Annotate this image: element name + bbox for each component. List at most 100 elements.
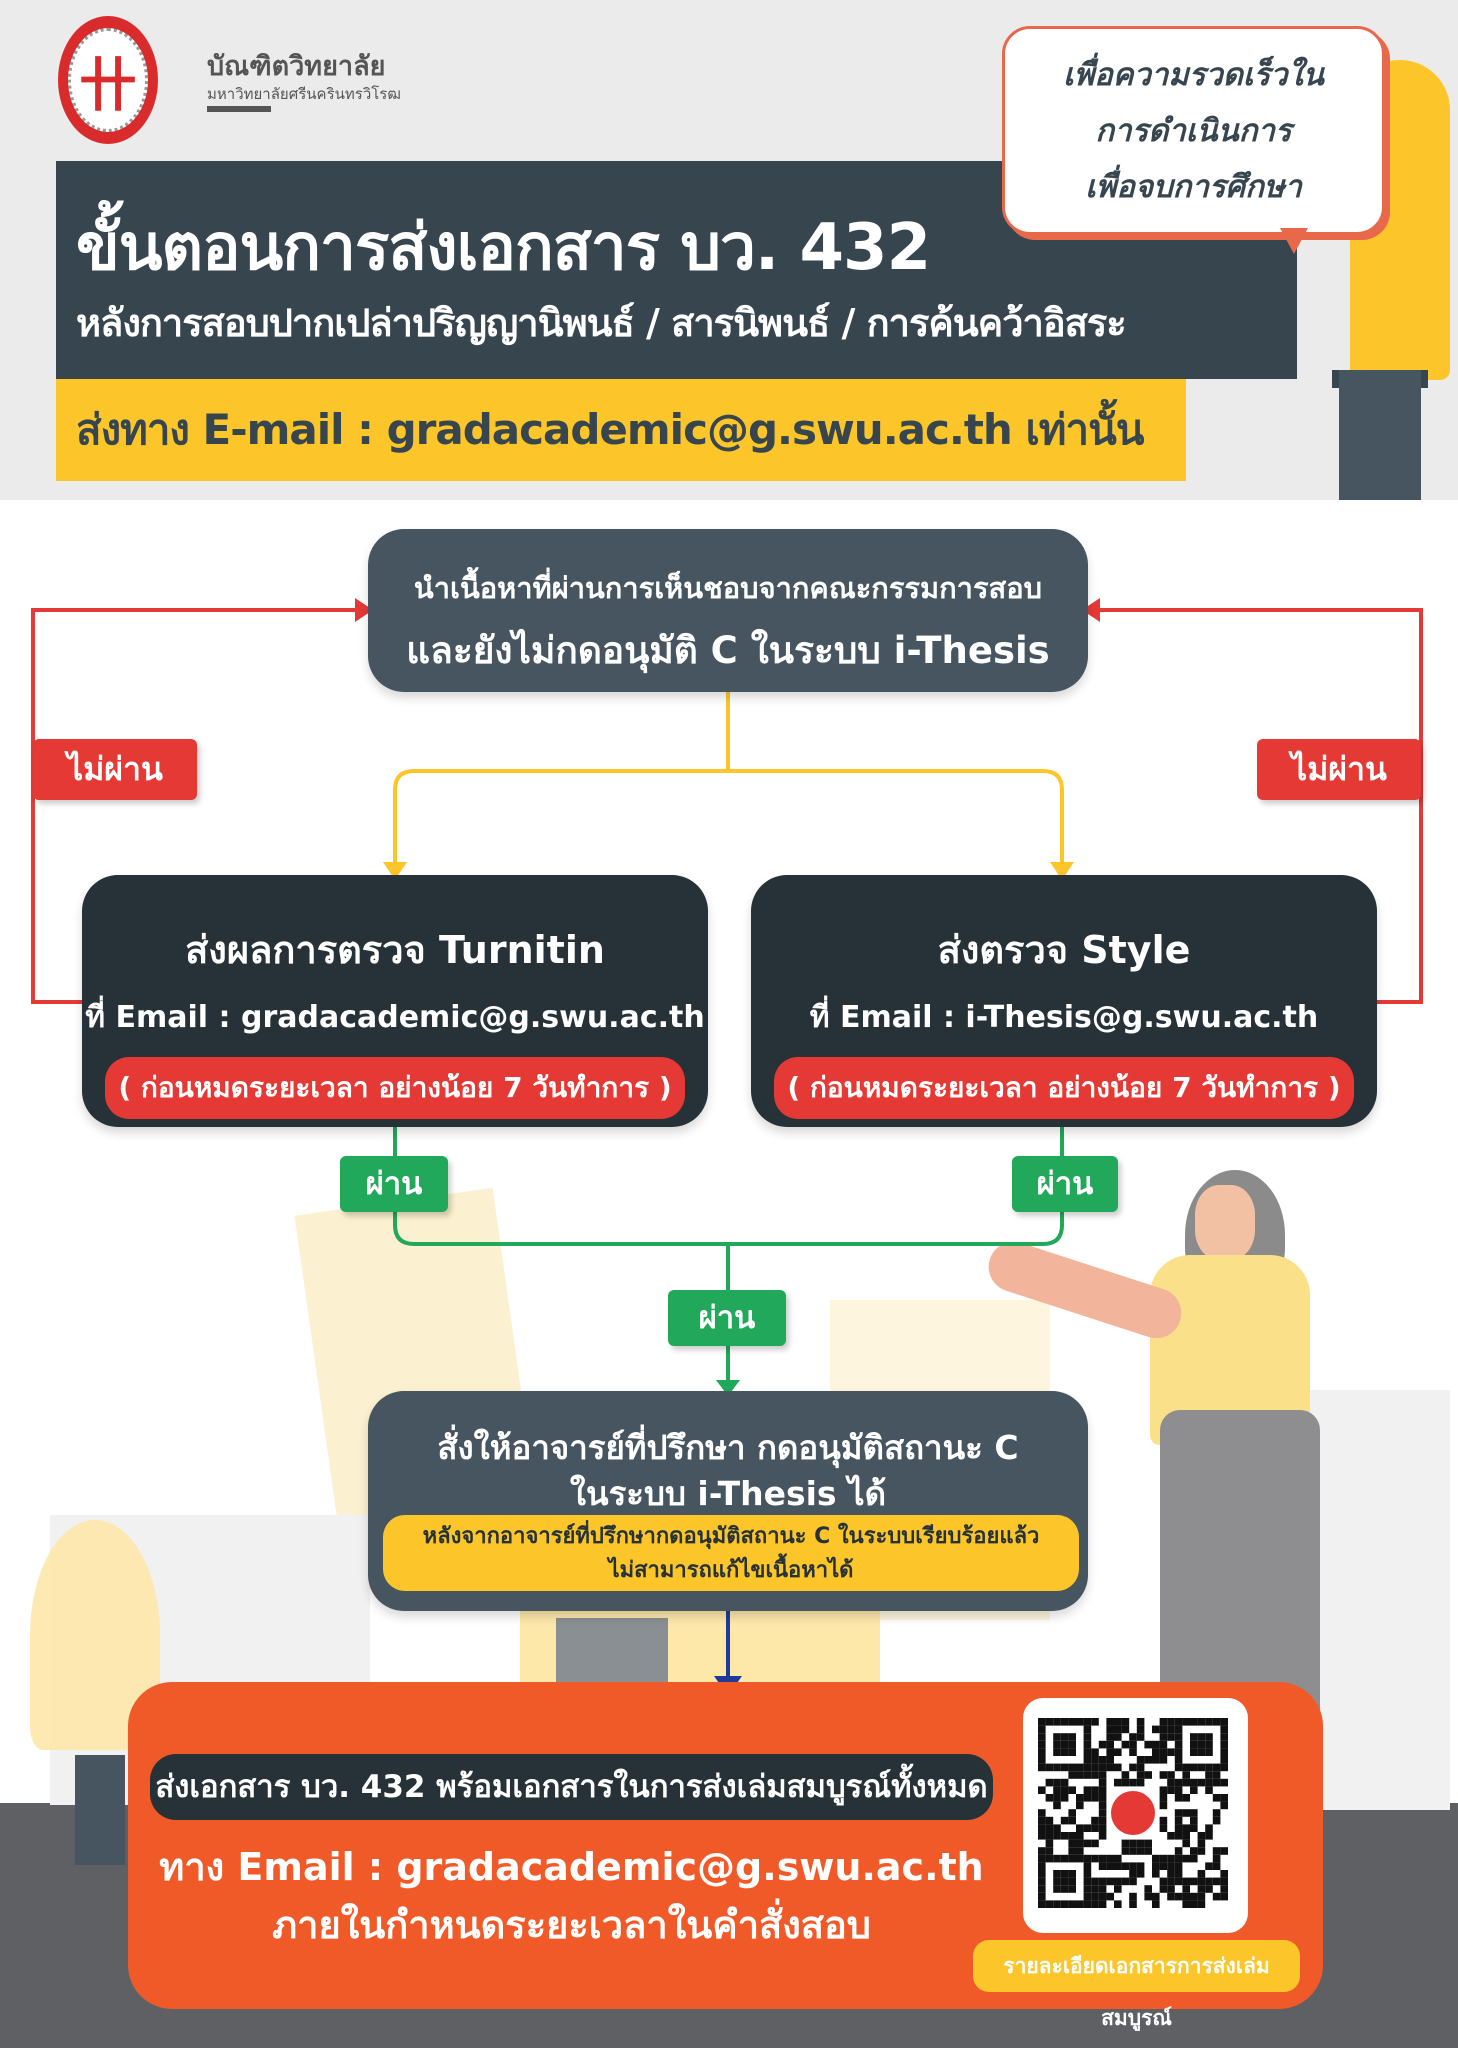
step-style: ส่งตรวจ Style ที่ Email : i-Thesis@g.swu… bbox=[751, 875, 1377, 1127]
qr-module bbox=[1136, 1725, 1145, 1734]
qr-module bbox=[1220, 1756, 1228, 1764]
qr-module bbox=[1053, 1870, 1061, 1878]
qr-module bbox=[1060, 1794, 1069, 1802]
step-text: สั่งให้อาจารย์ที่ปรึกษา กดอนุมัติสถานะ C bbox=[437, 1428, 1019, 1467]
qr-module bbox=[1098, 1778, 1107, 1787]
qr-module bbox=[1091, 1854, 1099, 1863]
qr-module bbox=[1083, 1877, 1092, 1886]
qr-module bbox=[1197, 1877, 1206, 1886]
qr-module bbox=[1159, 1816, 1168, 1825]
qr-module bbox=[1144, 1892, 1152, 1901]
qr-module bbox=[1038, 1832, 1046, 1840]
qr-module bbox=[1174, 1892, 1183, 1901]
qr-module bbox=[1205, 1740, 1213, 1749]
qr-module bbox=[1174, 1778, 1183, 1787]
qr-module bbox=[1212, 1877, 1221, 1886]
qr-module bbox=[1197, 1733, 1206, 1741]
pass-label: ผ่าน bbox=[668, 1290, 786, 1346]
qr-module bbox=[1091, 1756, 1099, 1764]
qr-module bbox=[1197, 1718, 1206, 1726]
qr-module bbox=[1129, 1733, 1137, 1741]
step-text: และยังไม่กดอนุมัติ C ในระบบ i-Thesis bbox=[406, 629, 1050, 672]
qr-module bbox=[1098, 1832, 1107, 1840]
qr-module bbox=[1045, 1816, 1054, 1825]
qr-module bbox=[1220, 1725, 1228, 1734]
qr-module bbox=[1121, 1839, 1130, 1848]
qr-module bbox=[1045, 1763, 1054, 1772]
step-content-approval: นำเนื้อหาที่ผ่านการเห็นชอบจากคณะกรรมการส… bbox=[368, 529, 1088, 692]
qr-module bbox=[1129, 1748, 1137, 1756]
qr-module bbox=[1106, 1862, 1114, 1870]
qr-module bbox=[1038, 1847, 1046, 1855]
qr-module bbox=[1121, 1847, 1130, 1855]
qr-module bbox=[1167, 1733, 1175, 1741]
qr-module bbox=[1190, 1877, 1198, 1886]
qr-module bbox=[1068, 1839, 1076, 1848]
qr-module bbox=[1159, 1718, 1168, 1726]
qr-module bbox=[1076, 1900, 1084, 1908]
qr-module bbox=[1053, 1801, 1061, 1810]
qr-module bbox=[1190, 1740, 1198, 1749]
qr-module bbox=[1174, 1733, 1183, 1741]
qr-module bbox=[1174, 1794, 1183, 1802]
qr-module bbox=[1159, 1725, 1168, 1734]
qr-module bbox=[1053, 1763, 1061, 1772]
qr-module bbox=[1159, 1748, 1168, 1756]
qr-module bbox=[1038, 1733, 1046, 1741]
qr-module bbox=[1091, 1718, 1099, 1726]
qr-module bbox=[1053, 1794, 1061, 1802]
qr-module bbox=[1038, 1816, 1046, 1825]
qr-module bbox=[1060, 1854, 1069, 1863]
qr-module bbox=[1091, 1839, 1099, 1848]
qr-module bbox=[1091, 1786, 1099, 1794]
qr-module bbox=[1083, 1854, 1092, 1863]
qr-module bbox=[1060, 1870, 1069, 1878]
qr-module bbox=[1167, 1778, 1175, 1787]
qr-module bbox=[1091, 1877, 1099, 1886]
qr-module bbox=[1190, 1847, 1198, 1855]
arrow-head bbox=[1082, 598, 1100, 622]
qr-module bbox=[1182, 1854, 1190, 1863]
qr-module bbox=[1091, 1816, 1099, 1825]
qr-module bbox=[1121, 1877, 1130, 1886]
qr-module bbox=[1220, 1870, 1228, 1878]
qr-module bbox=[1190, 1718, 1198, 1726]
qr-module bbox=[1098, 1801, 1107, 1810]
qr-module bbox=[1114, 1877, 1122, 1886]
qr-module bbox=[1190, 1786, 1198, 1794]
qr-module bbox=[1144, 1740, 1152, 1749]
qr-module bbox=[1212, 1847, 1221, 1855]
qr-module bbox=[1129, 1870, 1137, 1878]
qr-module bbox=[1197, 1892, 1206, 1901]
qr-module bbox=[1076, 1718, 1084, 1726]
qr-module bbox=[1076, 1847, 1084, 1855]
qr-module bbox=[1136, 1862, 1145, 1870]
qr-module bbox=[1174, 1725, 1183, 1734]
qr-module bbox=[1106, 1877, 1114, 1886]
step-text: นำเนื้อหาที่ผ่านการเห็นชอบจากคณะกรรมการส… bbox=[413, 571, 1043, 605]
qr-module bbox=[1045, 1854, 1054, 1863]
bubble-tail bbox=[1280, 228, 1308, 254]
qr-module bbox=[1121, 1771, 1130, 1779]
qr-module bbox=[1212, 1771, 1221, 1779]
qr-module bbox=[1190, 1892, 1198, 1901]
qr-module bbox=[1038, 1862, 1046, 1870]
qr-module bbox=[1098, 1786, 1107, 1794]
qr-module bbox=[1121, 1725, 1130, 1734]
qr-module bbox=[1220, 1740, 1228, 1749]
qr-module bbox=[1038, 1786, 1046, 1794]
qr-module bbox=[1152, 1725, 1160, 1734]
qr-module bbox=[1106, 1763, 1114, 1772]
qr-module bbox=[1182, 1877, 1190, 1886]
qr-module bbox=[1076, 1763, 1084, 1772]
qr-module bbox=[1167, 1718, 1175, 1726]
qr-module bbox=[1205, 1748, 1213, 1756]
qr-module bbox=[1060, 1877, 1069, 1886]
qr-module bbox=[1114, 1862, 1122, 1870]
qr-module bbox=[1091, 1824, 1099, 1832]
qr-module bbox=[1167, 1786, 1175, 1794]
qr-code[interactable] bbox=[1023, 1698, 1248, 1933]
qr-module bbox=[1091, 1885, 1099, 1893]
divider bbox=[207, 106, 271, 112]
qr-module bbox=[1197, 1763, 1206, 1772]
